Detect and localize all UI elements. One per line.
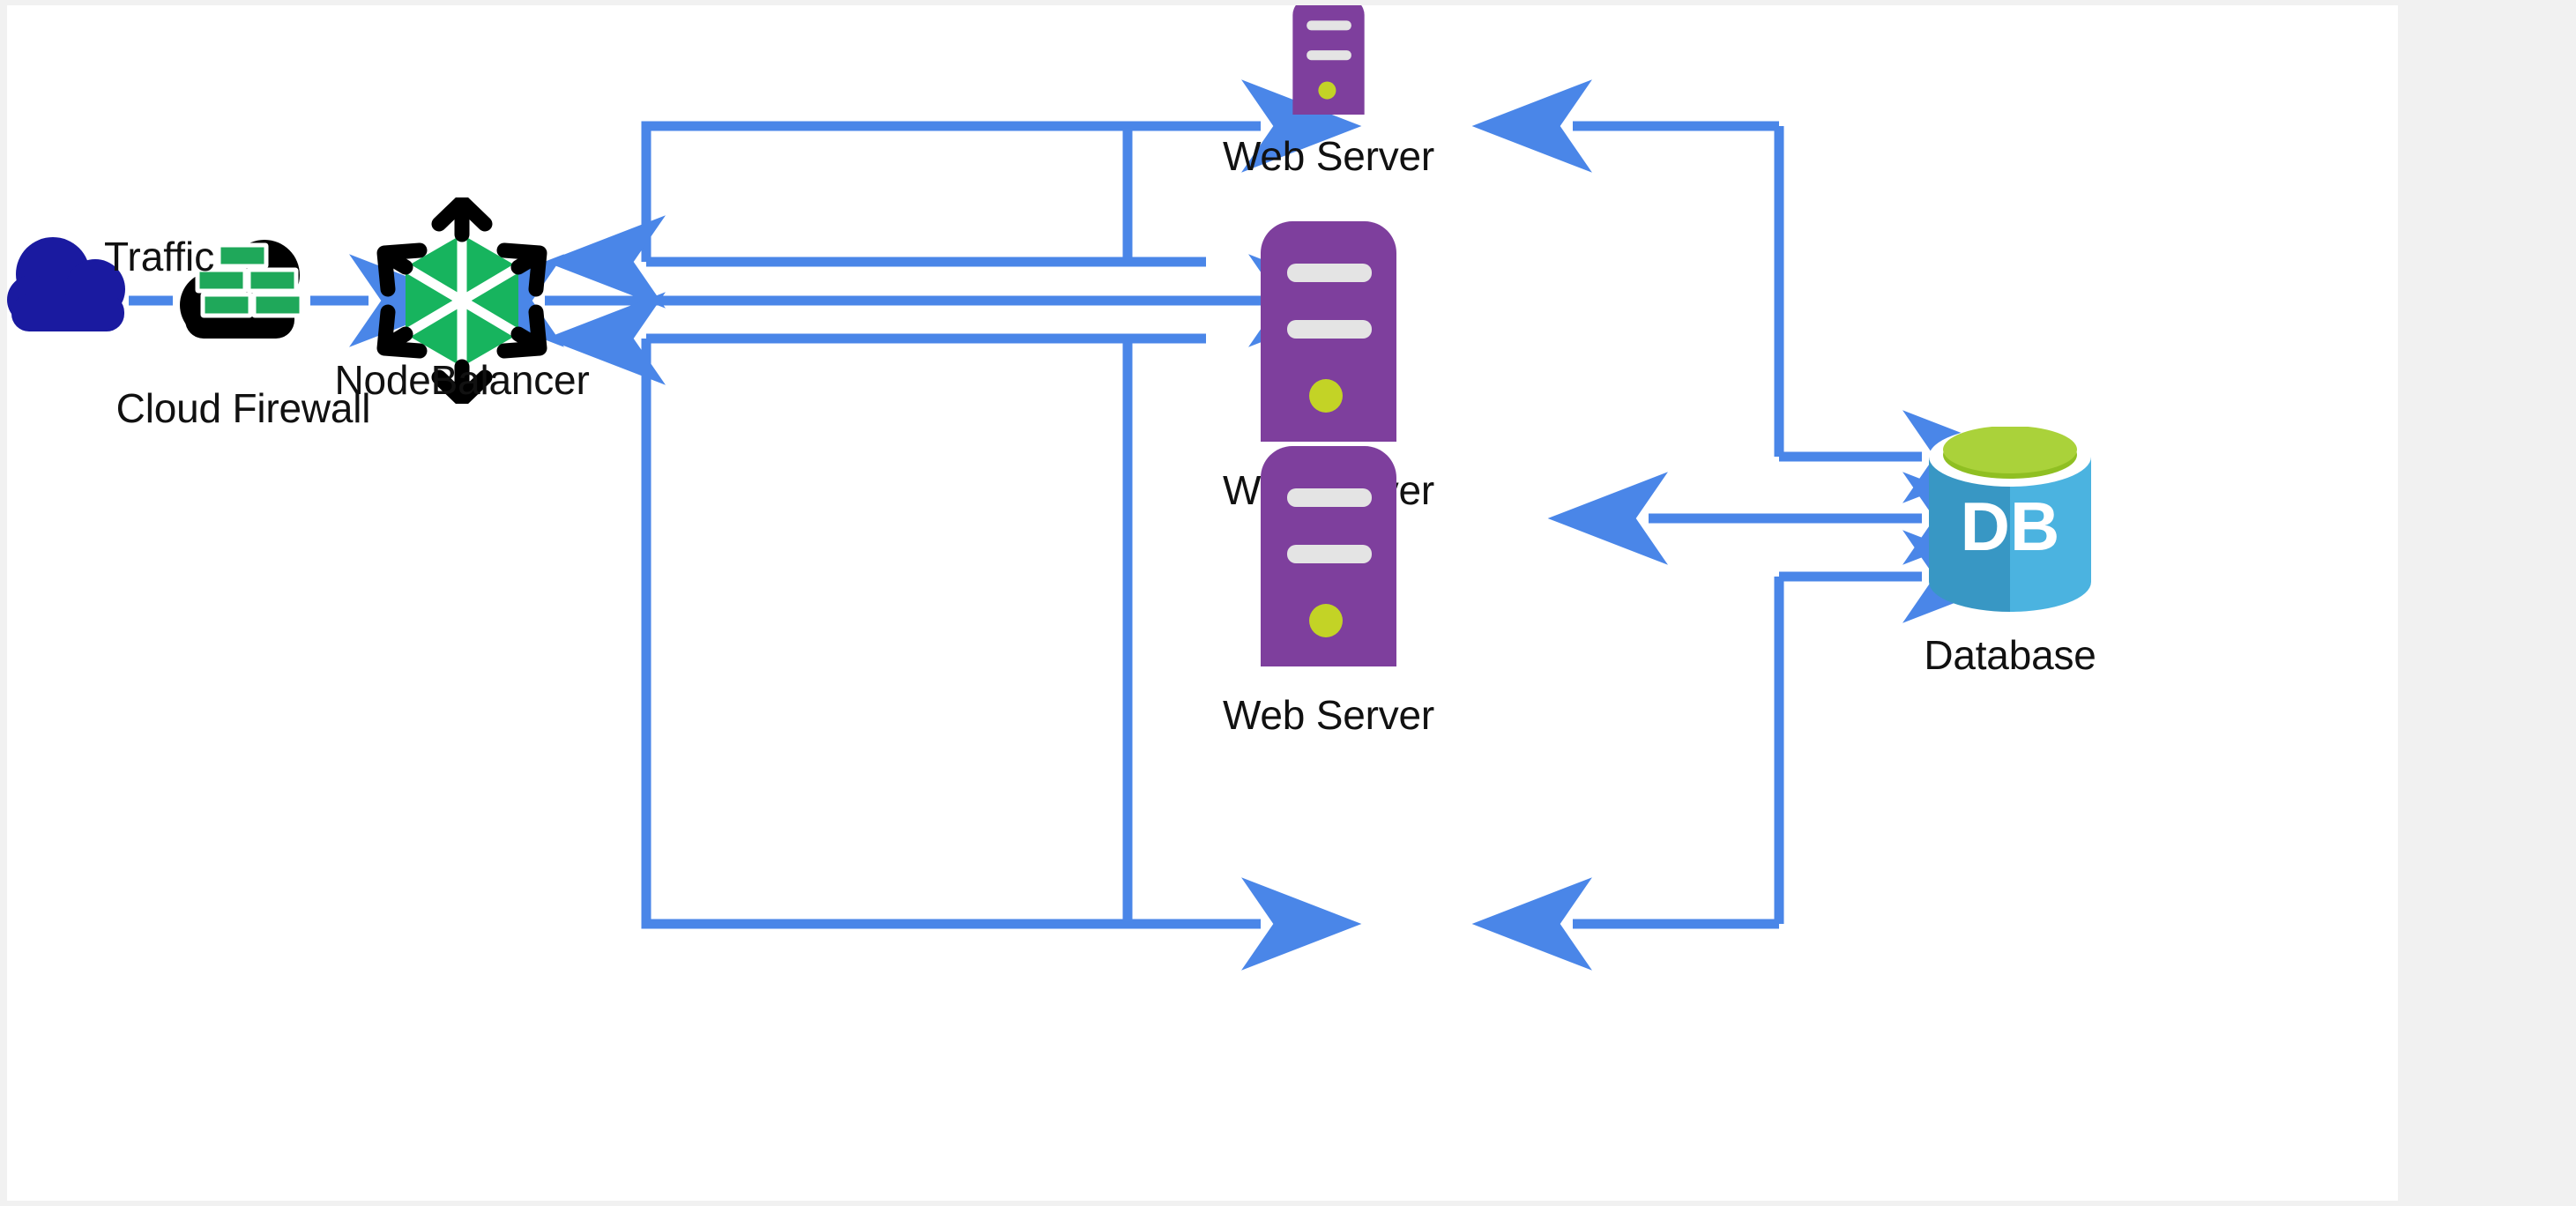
server-icon [1261, 446, 1396, 666]
node-internet-cloud[interactable] [7, 226, 139, 367]
node-web-server-3[interactable]: Web Server [1223, 446, 1434, 738]
edge-nb-to-ws3 [641, 339, 1362, 971]
server-icon [1292, 5, 1365, 115]
cloud-firewall-label: Cloud Firewall [115, 385, 371, 431]
connector-layer [129, 79, 2023, 971]
diagram-canvas: Cloud Firewall Traffic [7, 5, 2398, 1201]
cloud-icon [7, 237, 125, 331]
node-web-server-2[interactable]: Web Server [1223, 221, 1434, 513]
firewall-icon [180, 240, 304, 339]
nodebalancer-label: NodeBalancer [334, 357, 590, 403]
node-database[interactable]: DB Database [1922, 427, 2098, 678]
web-server-1-label: Web Server [1222, 133, 1435, 179]
server-icon [1261, 221, 1396, 442]
node-web-server-1[interactable]: Web Server [1223, 5, 1434, 179]
database-icon: DB [1929, 427, 2091, 612]
traffic-label: Traffic [104, 234, 215, 279]
database-text: DB [1961, 488, 2060, 565]
web-server-3-label: Web Server [1222, 692, 1435, 738]
node-cloud-firewall[interactable]: Cloud Firewall [116, 226, 371, 431]
node-nodebalancer[interactable]: NodeBalancer [334, 197, 590, 404]
database-label: Database [1924, 632, 2096, 678]
nodebalancer-icon [376, 197, 547, 404]
